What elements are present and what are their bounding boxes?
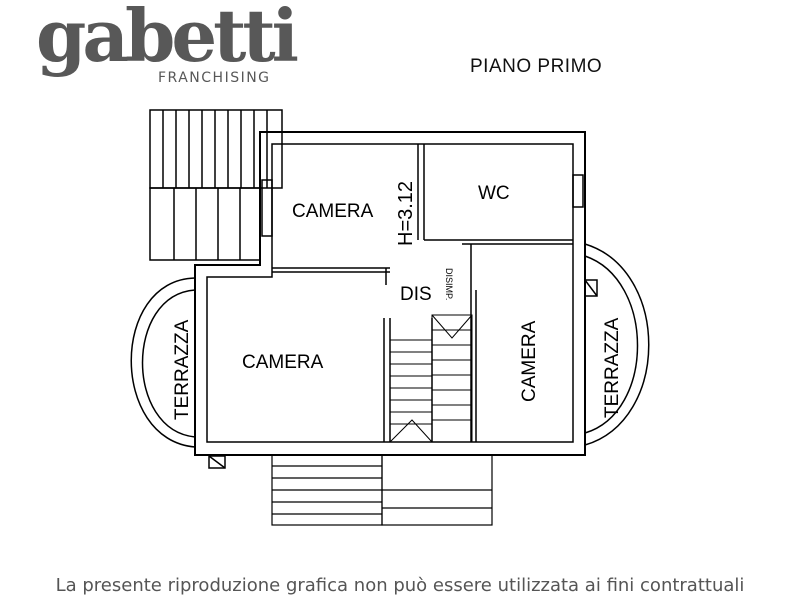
entrance-steps [271, 454, 493, 526]
terrace-right [584, 243, 650, 446]
label-terrazza-right: TERRAZZA [602, 317, 623, 418]
disclaimer-text: La presente riproduzione grafica non può… [55, 575, 745, 596]
label-terrazza-left: TERRAZZA [172, 319, 193, 420]
logo-subtitle: FRANCHISING [158, 70, 271, 86]
building-outline [194, 131, 586, 456]
label-camera-top: CAMERA [292, 201, 374, 222]
logo-wordmark: gabetti [36, 0, 299, 78]
label-height: H=3.12 [395, 181, 417, 246]
label-camera-left: CAMERA [242, 352, 324, 373]
roof-block [149, 109, 283, 261]
label-disimp: DISIMP. [444, 268, 454, 300]
gabetti-logo: gabetti FRANCHISING [36, 0, 299, 106]
terrace-left [130, 277, 196, 448]
staircase [389, 314, 473, 443]
label-dis: DIS [400, 284, 432, 305]
label-camera-right: CAMERA [519, 320, 540, 402]
plan-title: PIANO PRIMO [470, 56, 603, 77]
label-wc: WC [478, 183, 510, 204]
